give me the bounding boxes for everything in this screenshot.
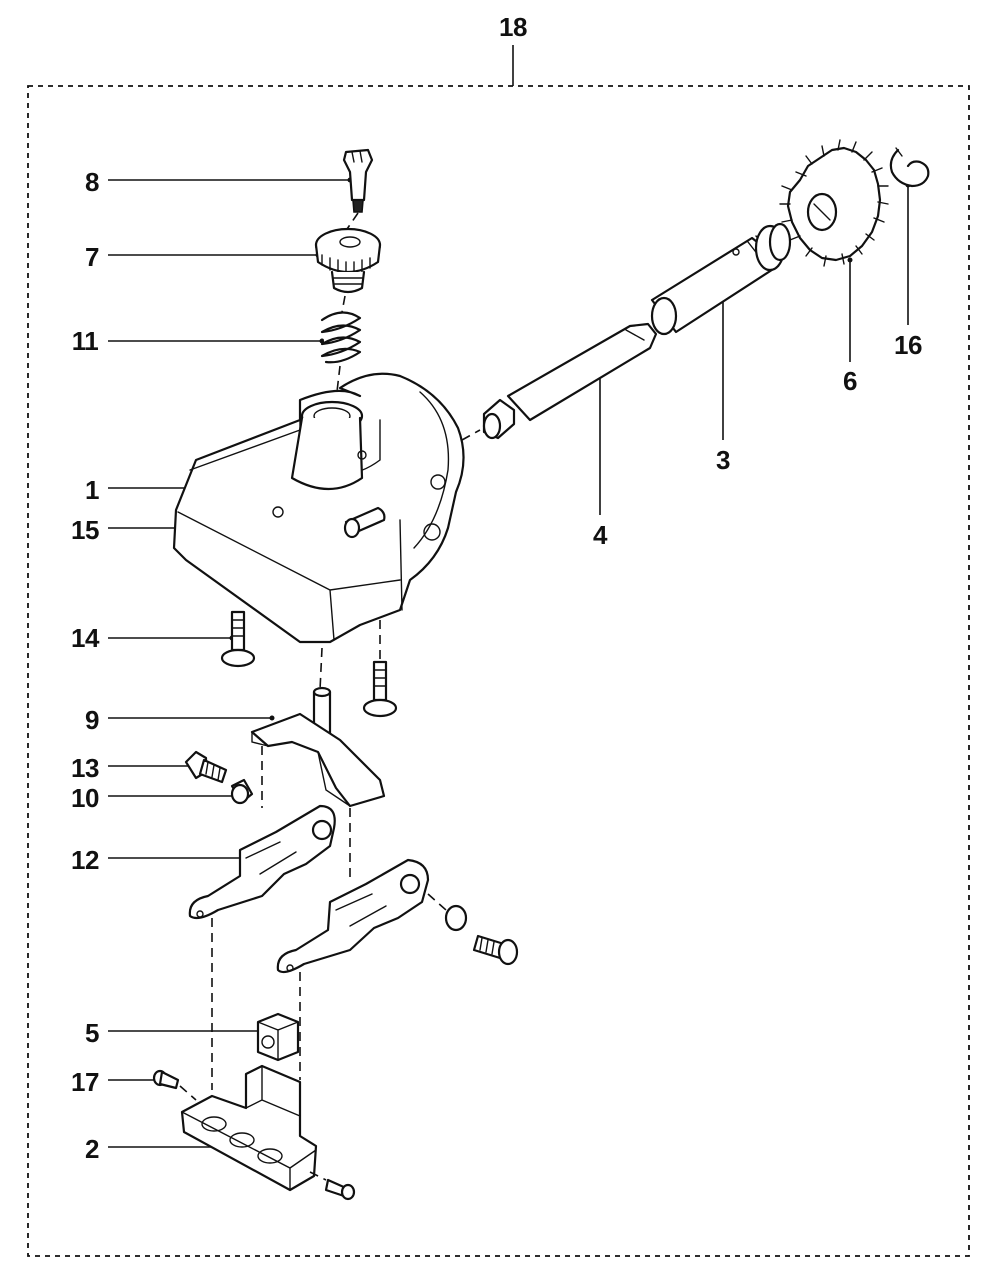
part-12-lower-lever	[276, 858, 430, 974]
callout-1: 1	[85, 475, 99, 505]
callout-3: 3	[716, 445, 730, 475]
callout-17: 17	[71, 1067, 99, 1097]
callout-11: 11	[72, 326, 99, 356]
part-1-housing	[172, 372, 465, 644]
callout-7: 7	[85, 242, 99, 272]
callout-9: 9	[85, 705, 99, 735]
callout-18: 18	[499, 12, 527, 42]
callout-16: 16	[894, 330, 922, 360]
part-bottom-screw	[309, 1171, 356, 1201]
part-9-bracket	[250, 686, 386, 808]
part-lower-screw	[472, 934, 519, 966]
part-5-cube	[256, 1012, 300, 1062]
leader-6-dot	[847, 257, 853, 263]
part-6-gear	[779, 139, 889, 267]
part-16-clip-ring	[889, 147, 930, 188]
callout-15: 15	[71, 515, 99, 545]
assembly-boundary-frame	[27, 85, 970, 1257]
part-4-shaft	[461, 322, 658, 441]
callout-4: 4	[593, 520, 608, 550]
part-14-screws	[220, 610, 398, 718]
callout-14: 14	[71, 623, 100, 653]
leader-9-dot	[269, 715, 275, 721]
part-15-screw	[343, 506, 386, 539]
part-17-screw	[152, 1069, 197, 1101]
callout-5: 5	[85, 1018, 99, 1048]
part-3-sleeve-tube	[650, 222, 792, 336]
callout-12: 12	[71, 845, 99, 875]
callout-10: 10	[71, 783, 99, 813]
part-11-spring	[320, 295, 362, 401]
callout-2: 2	[85, 1134, 99, 1164]
part-13-screw	[184, 750, 228, 784]
part-12-upper-lever	[188, 804, 336, 920]
part-2-base	[180, 1064, 318, 1192]
part-7-knurled-knob	[314, 227, 382, 294]
callout-8: 8	[85, 167, 99, 197]
callout-6: 6	[843, 366, 857, 396]
part-lower-sleeve	[427, 893, 468, 932]
part-10-sleeve	[230, 778, 254, 805]
part-8-shoulder-screw	[342, 148, 374, 233]
callout-13: 13	[71, 753, 99, 783]
